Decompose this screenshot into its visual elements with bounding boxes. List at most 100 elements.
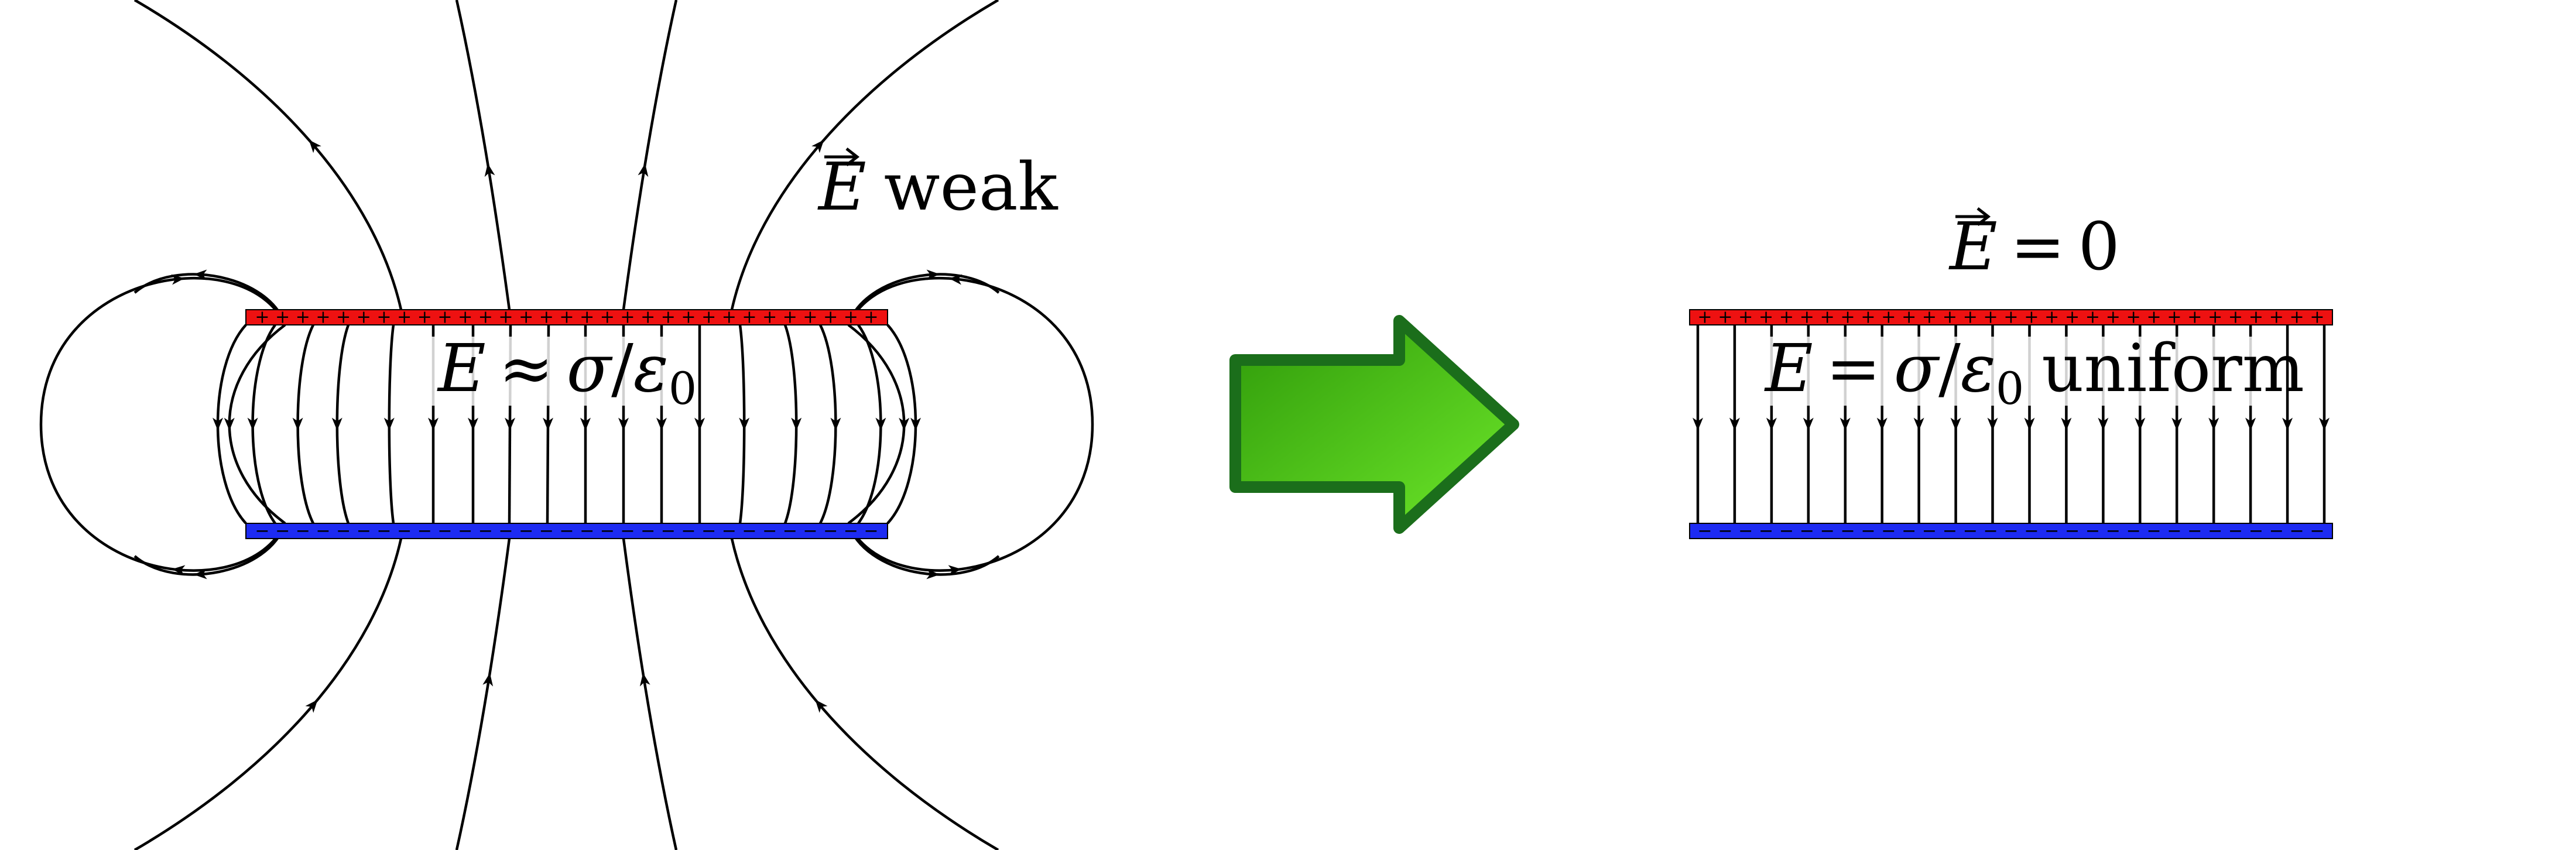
field-arrowhead bbox=[224, 417, 235, 431]
field-arrowhead bbox=[2208, 417, 2219, 431]
label-backdrop bbox=[430, 337, 697, 406]
field-line bbox=[455, 0, 511, 310]
plus-sign: + bbox=[1984, 307, 1998, 328]
minus-sign: − bbox=[397, 521, 412, 541]
field-arrowhead bbox=[791, 417, 802, 431]
field-line bbox=[847, 324, 906, 525]
field-arrowhead bbox=[830, 417, 841, 431]
plus-sign: + bbox=[255, 307, 269, 328]
field-arrowhead bbox=[910, 417, 922, 431]
minus-sign: − bbox=[539, 521, 554, 541]
minus-sign: − bbox=[1922, 521, 1937, 541]
minus-sign: − bbox=[296, 521, 310, 541]
plus-sign: + bbox=[580, 307, 594, 328]
field-arrowhead bbox=[2319, 417, 2330, 431]
plus-sign: + bbox=[762, 307, 777, 328]
field-arrowhead bbox=[383, 417, 395, 431]
plus-sign: + bbox=[2167, 307, 2181, 328]
minus-sign: − bbox=[580, 521, 594, 541]
minus-sign: − bbox=[1738, 521, 1753, 541]
plus-sign: + bbox=[2126, 307, 2141, 328]
plus-sign: + bbox=[437, 307, 452, 328]
plus-sign: + bbox=[357, 307, 371, 328]
minus-sign: − bbox=[2065, 521, 2080, 541]
plus-sign: + bbox=[498, 307, 513, 328]
minus-sign: − bbox=[661, 521, 676, 541]
minus-sign: − bbox=[783, 521, 797, 541]
plus-sign: + bbox=[1800, 307, 1814, 328]
minus-sign: − bbox=[1779, 521, 1794, 541]
minus-sign: − bbox=[2290, 521, 2304, 541]
field-arrowhead bbox=[194, 269, 207, 280]
field-arrowhead bbox=[309, 139, 321, 153]
plus-sign: + bbox=[2290, 307, 2304, 328]
field-arrowhead bbox=[875, 417, 886, 431]
field-arrowhead bbox=[2024, 417, 2035, 431]
minus-sign: − bbox=[1759, 521, 1773, 541]
minus-sign: − bbox=[2044, 521, 2059, 541]
minus-sign: − bbox=[376, 521, 391, 541]
plus-sign: + bbox=[661, 307, 676, 328]
plus-sign: + bbox=[701, 307, 716, 328]
field-arrowhead bbox=[926, 568, 940, 580]
plus-sign: + bbox=[397, 307, 412, 328]
plus-sign: + bbox=[376, 307, 391, 328]
minus-sign: − bbox=[2085, 521, 2100, 541]
plus-sign: + bbox=[2228, 307, 2243, 328]
field-arrowhead bbox=[194, 568, 207, 580]
plus-sign: + bbox=[1881, 307, 1896, 328]
field-line bbox=[133, 538, 403, 850]
field-line bbox=[455, 538, 511, 850]
minus-sign: − bbox=[1841, 521, 1855, 541]
field-arrowhead bbox=[2135, 417, 2146, 431]
minus-sign: − bbox=[478, 521, 493, 541]
plus-sign: + bbox=[640, 307, 655, 328]
minus-sign: − bbox=[2249, 521, 2263, 541]
right-positive-plate bbox=[1689, 309, 2333, 325]
plus-sign: + bbox=[2249, 307, 2263, 328]
field-line bbox=[133, 273, 287, 325]
minus-sign: − bbox=[498, 521, 513, 541]
plus-sign: + bbox=[2147, 307, 2161, 328]
plus-sign: + bbox=[844, 307, 858, 328]
left-plate-charge-signs: +−+−+−+−+−+−+−+−+−+−+−+−+−+−+−+−+−+−+−+−… bbox=[255, 307, 878, 541]
minus-sign: − bbox=[1963, 521, 1978, 541]
field-arrowhead bbox=[468, 417, 478, 431]
field-arrowhead bbox=[656, 417, 667, 431]
minus-sign: − bbox=[336, 521, 351, 541]
field-arrowhead bbox=[543, 417, 554, 431]
field-arrowhead bbox=[815, 700, 828, 713]
minus-sign: − bbox=[742, 521, 756, 541]
plus-sign: + bbox=[2310, 307, 2324, 328]
field-line bbox=[133, 0, 403, 310]
plus-sign: + bbox=[2106, 307, 2121, 328]
plus-sign: + bbox=[783, 307, 797, 328]
field-arrowhead bbox=[639, 673, 650, 687]
field-arrowhead bbox=[1839, 417, 1851, 431]
field-arrowhead bbox=[2245, 417, 2256, 431]
plus-sign: + bbox=[2003, 307, 2018, 328]
minus-sign: − bbox=[1820, 521, 1835, 541]
field-arrowhead bbox=[1913, 417, 1924, 431]
field-line bbox=[730, 538, 999, 850]
field-arrowhead bbox=[1987, 417, 1998, 431]
minus-sign: − bbox=[1984, 521, 1998, 541]
plus-sign: + bbox=[417, 307, 432, 328]
field-arrowhead bbox=[811, 139, 824, 153]
inside-field-label: E≈σ/ε0 bbox=[437, 331, 697, 414]
plus-sign: + bbox=[1779, 307, 1794, 328]
vector-arrow-accent bbox=[824, 148, 860, 166]
field-arrowhead bbox=[1693, 417, 1703, 431]
field-arrowhead bbox=[1766, 417, 1777, 431]
field-arrowhead bbox=[212, 417, 223, 431]
plus-sign: + bbox=[2085, 307, 2100, 328]
minus-sign: − bbox=[2228, 521, 2243, 541]
field-line bbox=[39, 276, 287, 572]
field-arrowhead bbox=[2171, 417, 2183, 431]
minus-sign: − bbox=[437, 521, 452, 541]
field-line bbox=[622, 538, 678, 850]
finite-capacitor-panel: +−+−+−+−+−+−+−+−+−+−+−+−+−+−+−+−+−+−+−+−… bbox=[39, 0, 1094, 850]
